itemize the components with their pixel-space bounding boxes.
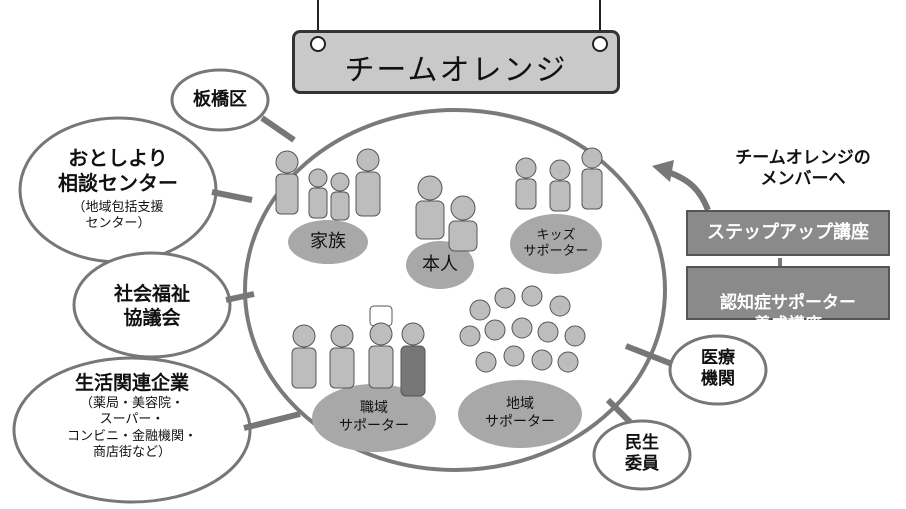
- members-arrow-label: チームオレンジの メンバーへ: [735, 148, 871, 190]
- group-kids-label: キッズ サポーター: [523, 228, 589, 260]
- group-family-label: 家族: [310, 231, 346, 252]
- title-text: チームオレンジ: [344, 53, 568, 88]
- community-illustration: [459, 285, 586, 373]
- partner-companies-shape: [12, 356, 252, 504]
- arrow-welfare-commissioner: [605, 397, 633, 425]
- kids-illustration: [515, 147, 603, 212]
- connection-arrows: [211, 115, 674, 431]
- title-sign: チームオレンジ: [292, 30, 620, 94]
- arrow-welfare-council: [225, 291, 255, 303]
- supporter-training-course-label: 認知症サポーター 養成講座: [720, 293, 856, 335]
- step-up-course-label: ステップアップ講座: [707, 222, 869, 243]
- group-person-shape: [406, 241, 474, 289]
- partner-medical-label: 医療 機関: [701, 348, 735, 390]
- group-person-label: 本人: [422, 254, 458, 275]
- arrow-companies: [243, 411, 301, 431]
- partner-welfare-commissioner-shape: [592, 419, 692, 491]
- arrow-medical: [624, 343, 674, 367]
- group-workplace-shape: [312, 384, 436, 452]
- partner-companies-note: （薬局・美容院・ スーパー・ コンビニ・金融機関・ 商店街など）: [66, 396, 197, 460]
- arrow-consult-center: [211, 189, 253, 203]
- partner-itabashi-shape: [170, 68, 270, 132]
- partner-welfare-commissioner-label: 民生 委員: [625, 433, 659, 475]
- partner-welfare-council-label: 社会福祉 協議会: [113, 283, 190, 329]
- group-community-label: 地域 サポーター: [485, 396, 555, 430]
- partner-companies-label: 生活関連企業: [74, 372, 189, 394]
- supporter-training-course-box: 認知症サポーター 養成講座: [686, 266, 890, 335]
- workplace-illustration: [291, 305, 426, 397]
- group-community-shape: [458, 380, 582, 448]
- partner-consult-center-note: （地域包括支援 センター）: [72, 200, 164, 232]
- partner-medical-shape: [668, 334, 768, 406]
- hook-right: [592, 36, 608, 52]
- partner-consult-center-label: おとしより 相談センター: [58, 146, 178, 195]
- family-illustration: [275, 148, 381, 221]
- member-arrow-head: [652, 160, 674, 182]
- group-kids-shape: [510, 214, 602, 274]
- group-family-shape: [288, 220, 368, 264]
- arrow-itabashi: [260, 115, 296, 143]
- partner-itabashi-label: 板橋区: [193, 89, 247, 110]
- partner-welfare-council-shape: [72, 251, 232, 359]
- group-workplace-label: 職域 サポーター: [339, 400, 409, 434]
- step-up-course-box: ステップアップ講座: [686, 210, 890, 256]
- member-curve-arrow: [666, 169, 711, 212]
- person-illustration: [415, 175, 478, 252]
- team-circle: [243, 108, 667, 472]
- hook-left: [310, 36, 326, 52]
